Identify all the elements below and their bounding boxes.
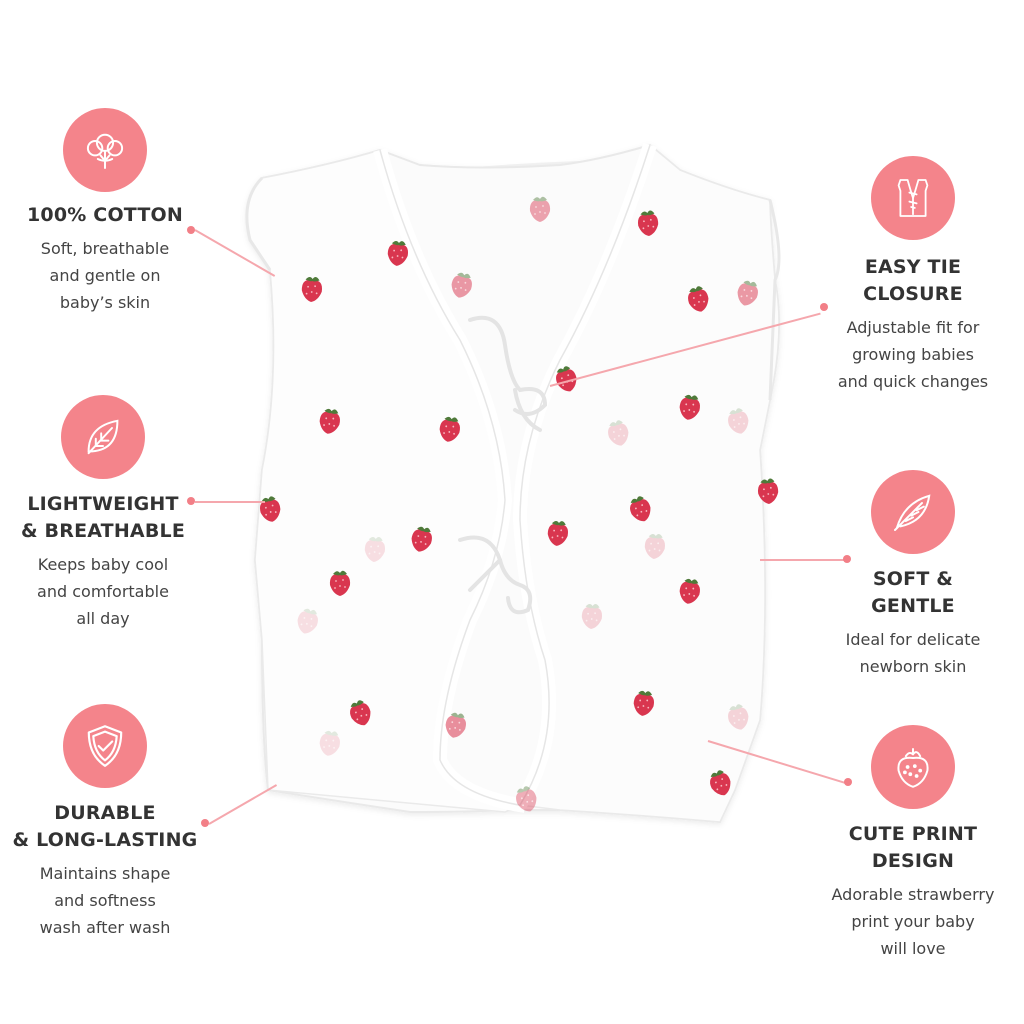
strawberry-motif [637, 210, 659, 236]
connector-dot [201, 819, 209, 827]
strawberry-motif [387, 240, 408, 266]
connector-dot [843, 555, 851, 563]
strawberry-motif [439, 416, 460, 442]
strawberry-motif [608, 420, 629, 446]
strawberry-motif [633, 690, 654, 716]
strawberry-motif [451, 272, 472, 298]
strawberry-motif [350, 700, 371, 726]
strawberry-motif [644, 534, 666, 559]
connector-line [549, 312, 821, 387]
strawberry-motif [297, 608, 318, 634]
strawberry-motif [445, 712, 466, 738]
strawberry-motif [301, 276, 323, 302]
strawberry-motif [260, 496, 281, 522]
feature-title: LIGHTWEIGHT& BREATHABLE [20, 493, 186, 542]
leaf-icon [61, 395, 145, 479]
connector-dot [187, 226, 195, 234]
strawberry-motif [679, 394, 700, 420]
strawberry-icon [871, 725, 955, 809]
feather-icon [871, 470, 955, 554]
strawberry-motif [516, 786, 537, 812]
tie-vest-icon [871, 156, 955, 240]
strawberry-motif [319, 408, 340, 434]
strawberry-motif [411, 526, 432, 552]
strawberry-motif [364, 537, 386, 562]
strawberry-motif [547, 520, 568, 546]
feature-title: 100% COTTON [26, 204, 184, 226]
connector-line [760, 559, 848, 561]
strawberry-motif [728, 704, 749, 730]
strawberry-motif [737, 280, 758, 306]
connector-line [208, 784, 278, 825]
strawberry-motif [757, 478, 779, 504]
strawberry-motif [630, 496, 651, 522]
connector-line [195, 501, 265, 503]
connector-dot [844, 778, 852, 786]
strawberry-motif [710, 770, 731, 796]
strawberry-motif [581, 603, 603, 629]
cotton-flower-icon [63, 108, 147, 192]
shield-check-icon [63, 704, 147, 788]
strawberry-motif [319, 730, 340, 756]
strawberry-motif [329, 570, 351, 596]
connector-dot [820, 303, 828, 311]
strawberry-motif [529, 196, 551, 222]
connector-dot [187, 497, 195, 505]
strawberry-motif [688, 286, 709, 312]
feature-title: SOFT &GENTLE [871, 568, 955, 617]
strawberry-motif [679, 578, 700, 604]
strawberry-motif [728, 408, 749, 434]
strawberry-print [260, 196, 779, 812]
feature-title: DURABLE& LONG-LASTING [12, 802, 198, 851]
